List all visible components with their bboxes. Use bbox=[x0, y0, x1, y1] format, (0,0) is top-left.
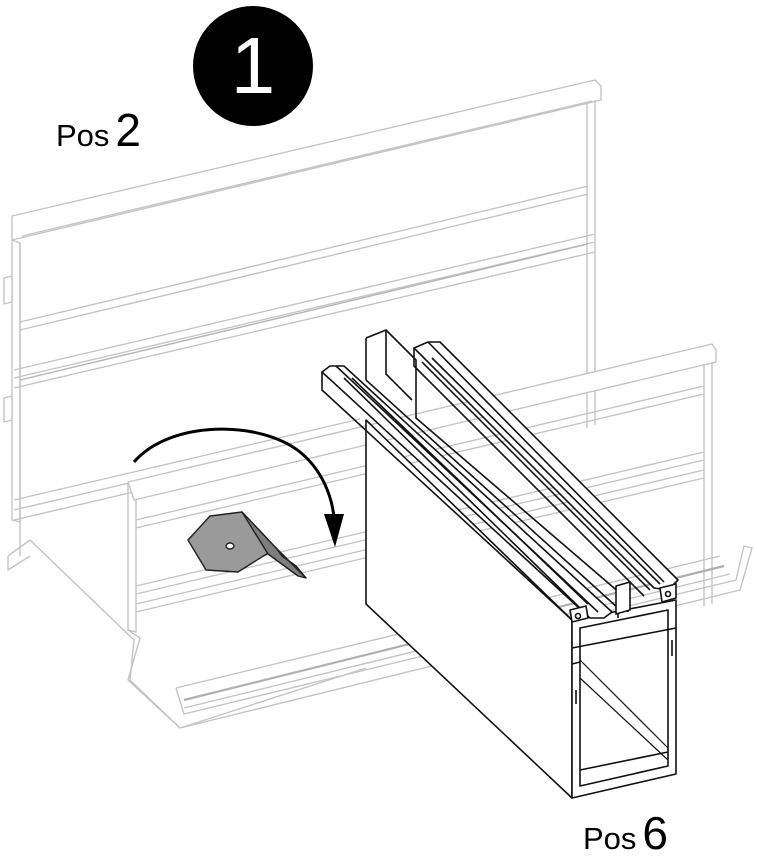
rotate-arrow-icon bbox=[132, 427, 344, 547]
position-number: 2 bbox=[115, 104, 142, 156]
step-number-badge: 1 bbox=[193, 6, 313, 126]
mullion-profile bbox=[321, 329, 679, 799]
mounting-bracket bbox=[187, 511, 307, 579]
step-number: 1 bbox=[230, 21, 276, 110]
position-number: 6 bbox=[642, 807, 669, 859]
position-word: Pos bbox=[583, 821, 637, 856]
position-word: Pos bbox=[56, 118, 110, 153]
